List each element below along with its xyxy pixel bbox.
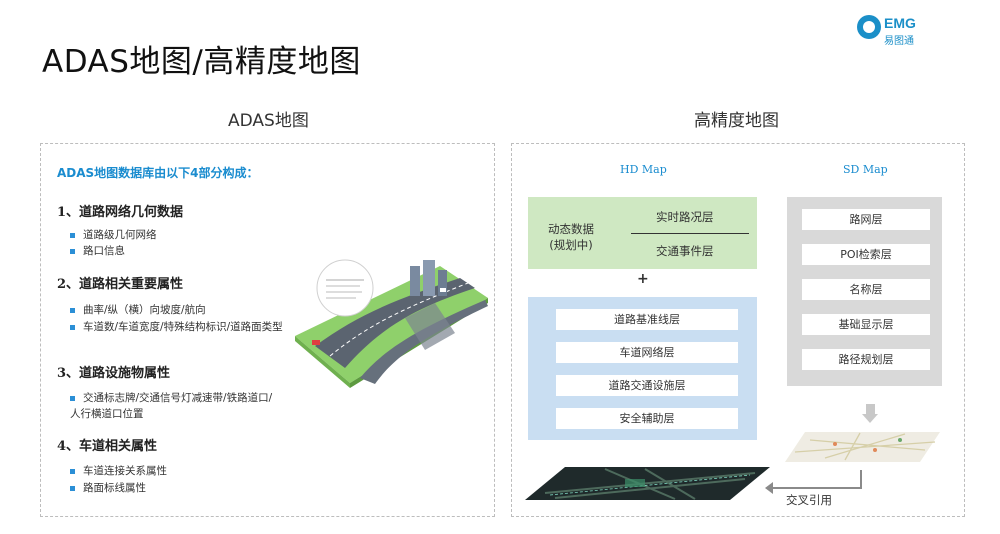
sd-layer: POI检索层	[802, 244, 930, 265]
adas-panel	[40, 143, 495, 517]
sd-map-image	[785, 432, 940, 462]
bullet-item: 交通标志牌/交通信号灯减速带/铁路道口/ 人行横道口位置	[70, 392, 273, 420]
hd-layer: 车道网络层	[556, 342, 738, 363]
down-arrow-stem	[866, 404, 875, 414]
section-title: 4、车道相关属性	[57, 439, 158, 454]
bullet-dot-icon	[70, 324, 75, 330]
bullet-dot-icon	[70, 307, 75, 313]
hd-layer: 安全辅助层	[556, 408, 738, 429]
right-heading: 高精度地图	[694, 111, 779, 131]
bullet-item: 路面标线属性	[70, 480, 146, 496]
section-title: 1、道路网络几何数据	[57, 205, 184, 220]
hd-layer: 道路基准线层	[556, 309, 738, 330]
sd-layer: 基础显示层	[802, 314, 930, 335]
cross-ref-line	[860, 470, 862, 488]
bullet-item: 路口信息	[70, 243, 125, 259]
logo-mark-icon	[857, 15, 881, 39]
bullet-dot-icon	[70, 395, 75, 401]
bullet-dot-icon	[70, 468, 75, 474]
section-title: 3、道路设施物属性	[57, 366, 171, 381]
cross-ref-label: 交叉引用	[786, 493, 832, 507]
adas-road-illustration	[295, 259, 488, 388]
left-arrow-icon	[765, 482, 773, 494]
dynamic-data-block: 动态数据 (规划中) 实时路况层 交通事件层	[528, 197, 757, 269]
dynamic-data-label: 动态数据 (规划中)	[548, 222, 594, 252]
sd-map-label: SD Map	[843, 163, 888, 176]
sd-layer: 路网层	[802, 209, 930, 230]
bullet-dot-icon	[70, 485, 75, 491]
bullet-item: 曲率/纵（横）向坡度/航向	[70, 302, 206, 318]
sd-layer: 路径规划层	[802, 349, 930, 370]
dynamic-layer: 交通事件层	[656, 244, 714, 258]
adas-intro: ADAS地图数据库由以下4部分构成：	[57, 166, 259, 180]
hd-layer: 道路交通设施层	[556, 375, 738, 396]
down-arrow-icon	[862, 414, 878, 423]
left-heading: ADAS地图	[228, 111, 309, 131]
bullet-item: 车道数/车道宽度/特殊结构标识/道路面类型	[70, 319, 283, 335]
bullet-item: 道路级几何网络	[70, 227, 157, 243]
section-title: 2、道路相关重要属性	[57, 277, 184, 292]
cross-ref-line	[772, 487, 862, 489]
bullet-item: 车道连接关系属性	[70, 463, 167, 479]
bullet-dot-icon	[70, 248, 75, 254]
hd-map-panel	[511, 143, 965, 517]
bullet-dot-icon	[70, 232, 75, 238]
divider	[631, 233, 749, 234]
logo-sub: 易图通	[884, 36, 914, 47]
emg-logo: EMG 易图通	[857, 15, 952, 47]
plus-sign: +	[637, 271, 649, 287]
hd-map-label: HD Map	[620, 163, 667, 176]
hd-map-image	[525, 467, 770, 500]
logo-brand: EMG	[884, 15, 916, 31]
sd-layer: 名称层	[802, 279, 930, 300]
dynamic-layer: 实时路况层	[656, 210, 714, 224]
slide-title: ADAS地图/高精度地图	[42, 44, 361, 80]
